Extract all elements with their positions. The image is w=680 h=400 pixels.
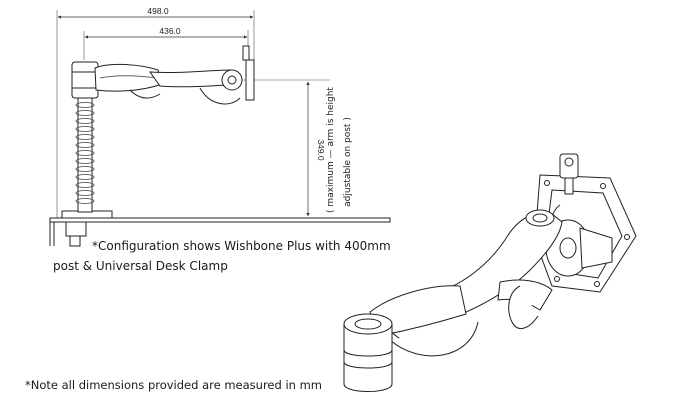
post [75, 97, 95, 213]
configuration-note-line-1: *Configuration shows Wishbone Plus with … [92, 239, 391, 253]
arm-reach-label: 436.0 [159, 26, 181, 36]
height-caption-line-2: adjustable on post ) [343, 117, 353, 207]
configuration-note-line-2: post & Universal Desk Clamp [53, 259, 228, 273]
height-label: 349.0 [316, 139, 326, 161]
arm-collar [71, 61, 99, 99]
overall-width-label: 498.0 [147, 6, 169, 16]
vesa-plate [245, 59, 255, 101]
desk-top [49, 217, 391, 223]
height-caption-line-1: ( maximum — arm is height [326, 87, 336, 213]
isometric-view [343, 153, 637, 392]
measurement-units-note: *Note all dimensions provided are measur… [25, 378, 322, 392]
side-elevation-view [49, 10, 391, 247]
iso-post-collar [343, 313, 393, 392]
